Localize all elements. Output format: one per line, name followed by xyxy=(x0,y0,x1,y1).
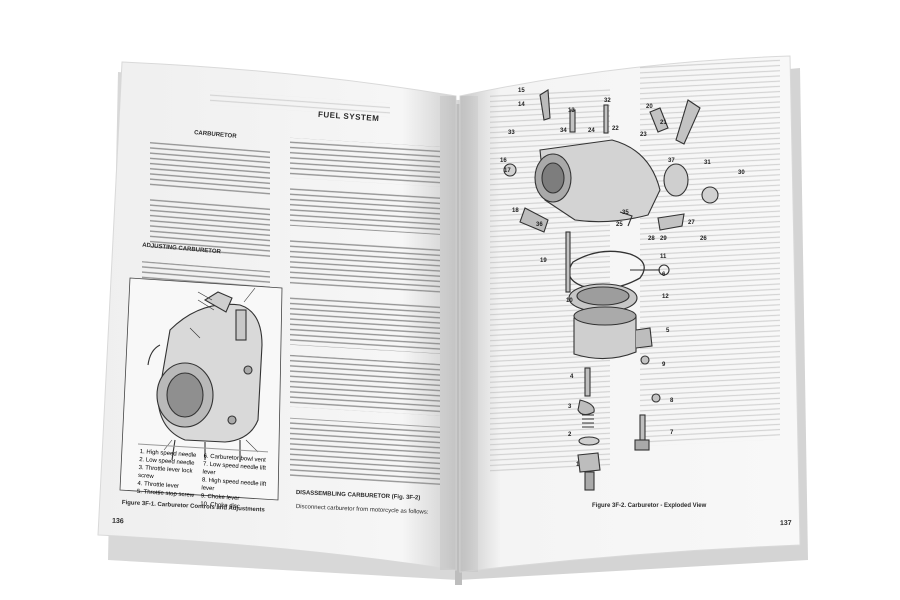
part-number: 25 xyxy=(616,222,623,228)
part-number: 14 xyxy=(518,102,525,108)
part-number: 6 xyxy=(662,272,666,278)
part-number: 5 xyxy=(666,328,670,334)
part-number: 2 xyxy=(568,432,572,438)
part-number: 34 xyxy=(560,128,567,134)
part-number: 27 xyxy=(688,220,695,226)
part-number: 13 xyxy=(568,108,575,114)
part-number: 21 xyxy=(660,120,667,126)
part-number: 32 xyxy=(604,98,611,104)
part-number: 16 xyxy=(500,158,507,164)
part-number: 19 xyxy=(540,258,547,264)
part-number: 33 xyxy=(508,130,515,136)
part-number: 17 xyxy=(504,168,511,174)
part-number: 23 xyxy=(640,132,647,138)
part-number: 18 xyxy=(512,208,519,214)
part-number: 11 xyxy=(660,254,667,260)
left-figure-box xyxy=(119,277,283,501)
part-number: 12 xyxy=(662,294,669,300)
part-number: 36 xyxy=(536,222,543,228)
part-number: 22 xyxy=(612,126,619,132)
part-number: 30 xyxy=(738,170,745,176)
part-number: 29 xyxy=(660,236,667,242)
part-number: 24 xyxy=(588,128,595,134)
part-number: 3 xyxy=(568,404,572,410)
part-number: 7 xyxy=(670,430,674,436)
exploded-view-illustration xyxy=(503,89,719,491)
right-figure-caption: Figure 3F-2. Carburetor - Exploded View xyxy=(592,503,707,509)
carburetor-illustration-left xyxy=(147,291,263,462)
part-number: 9 xyxy=(662,362,666,368)
part-number: 28 xyxy=(648,236,655,242)
part-number: 20 xyxy=(646,104,653,110)
part-number: 8 xyxy=(670,398,674,404)
left-col2-text xyxy=(290,137,440,487)
part-number: 35 xyxy=(622,210,629,216)
part-number: 15 xyxy=(518,88,525,94)
part-number: 4 xyxy=(570,374,574,380)
part-number: 10 xyxy=(566,298,573,304)
part-number: 31 xyxy=(704,160,711,166)
part-number: 1 xyxy=(576,462,580,468)
part-number: 37 xyxy=(668,158,675,164)
part-number: 26 xyxy=(700,236,707,242)
